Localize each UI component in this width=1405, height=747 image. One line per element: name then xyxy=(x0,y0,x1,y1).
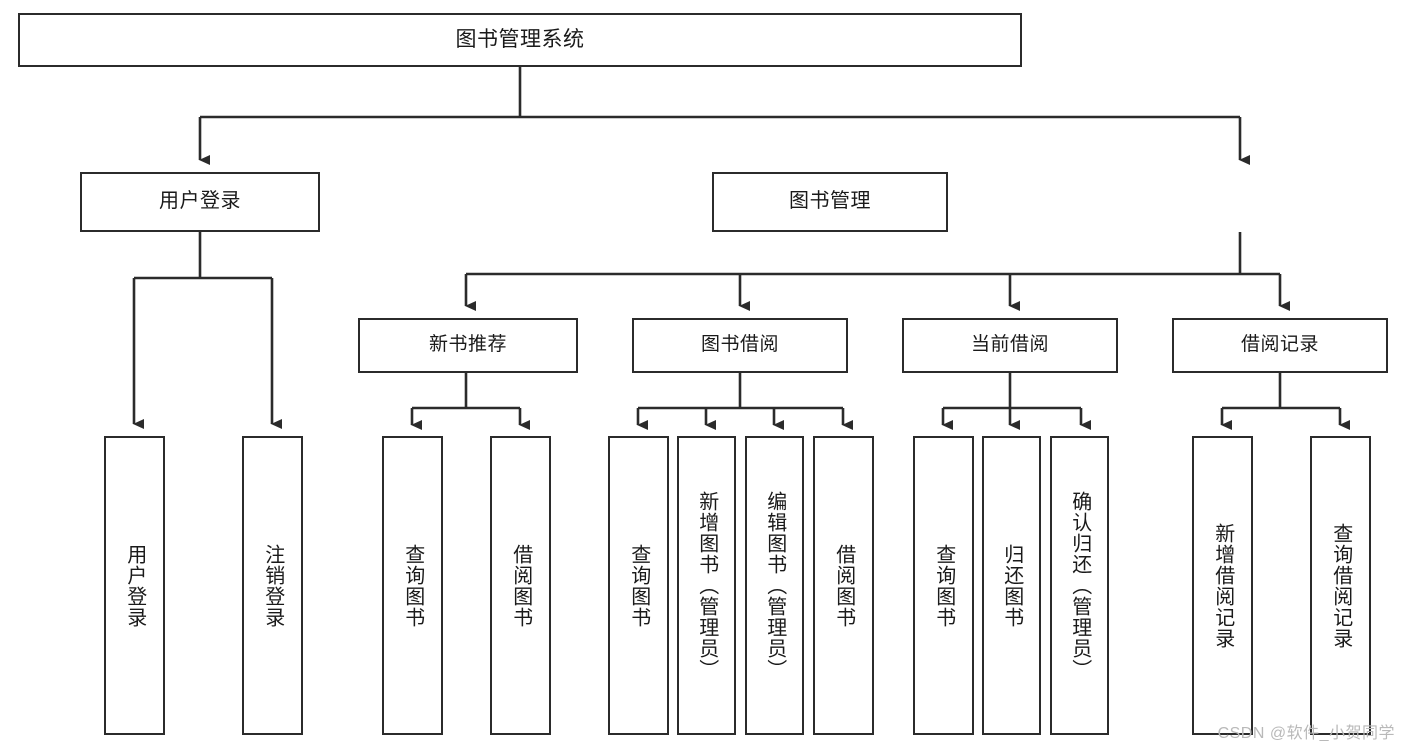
node-label: 查询借阅记录 xyxy=(1329,522,1352,649)
leaf-book-borrow-add-book[interactable]: 新增图书（管理员） xyxy=(677,436,736,735)
leaf-borrow-record-query-record[interactable]: 查询借阅记录 xyxy=(1310,436,1371,735)
node-label: 用户登录 xyxy=(123,543,146,628)
node-label: 新增借阅记录 xyxy=(1211,522,1234,649)
leaf-current-borrow-query-book[interactable]: 查询图书 xyxy=(913,436,974,735)
leaf-new-book-borrow-book[interactable]: 借阅图书 xyxy=(490,436,551,735)
node-new-book-recommend[interactable]: 新书推荐 xyxy=(358,318,578,373)
leaf-borrow-record-add-record[interactable]: 新增借阅记录 xyxy=(1192,436,1253,735)
watermark-text: CSDN @软件_小贺同学 xyxy=(1217,725,1395,742)
node-book-management[interactable]: 图书管理 xyxy=(712,172,948,232)
node-label: 新增图书（管理员） xyxy=(695,491,718,680)
node-label: 图书管理系统 xyxy=(455,27,585,51)
leaf-book-borrow-query-book[interactable]: 查询图书 xyxy=(608,436,669,735)
node-label: 归还图书 xyxy=(1000,543,1023,628)
node-book-borrow[interactable]: 图书借阅 xyxy=(632,318,848,373)
node-label: 用户登录 xyxy=(159,190,241,213)
leaf-book-borrow-borrow-book[interactable]: 借阅图书 xyxy=(813,436,874,735)
node-borrow-record[interactable]: 借阅记录 xyxy=(1172,318,1388,373)
node-label: 编辑图书（管理员） xyxy=(763,491,786,680)
leaf-current-borrow-confirm-return[interactable]: 确认归还（管理员） xyxy=(1050,436,1109,735)
node-label: 查询图书 xyxy=(401,543,424,628)
node-label: 借阅记录 xyxy=(1240,334,1319,356)
node-label: 借阅图书 xyxy=(832,543,855,628)
node-root-system[interactable]: 图书管理系统 xyxy=(18,13,1022,67)
leaf-new-book-query-book[interactable]: 查询图书 xyxy=(382,436,443,735)
node-label: 新书推荐 xyxy=(428,334,507,356)
leaf-current-borrow-return-book[interactable]: 归还图书 xyxy=(982,436,1041,735)
node-label: 确认归还（管理员） xyxy=(1068,491,1091,680)
node-label: 查询图书 xyxy=(627,543,650,628)
leaf-book-borrow-edit-book[interactable]: 编辑图书（管理员） xyxy=(745,436,804,735)
node-current-borrow[interactable]: 当前借阅 xyxy=(902,318,1118,373)
leaf-user-login-logout[interactable]: 注销登录 xyxy=(242,436,303,735)
node-user-login[interactable]: 用户登录 xyxy=(80,172,320,232)
node-label: 当前借阅 xyxy=(970,334,1049,356)
node-label: 图书借阅 xyxy=(700,334,779,356)
node-label: 注销登录 xyxy=(261,543,284,628)
leaf-user-login-login[interactable]: 用户登录 xyxy=(104,436,165,735)
node-label: 查询图书 xyxy=(932,543,955,628)
node-label: 借阅图书 xyxy=(509,543,532,628)
node-label: 图书管理 xyxy=(789,190,871,213)
